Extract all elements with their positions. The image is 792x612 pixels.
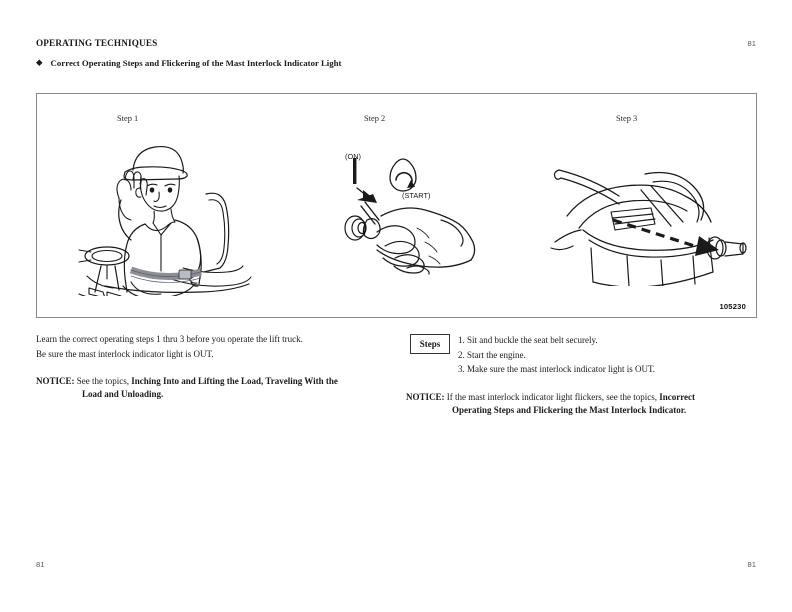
- notice-left-lead: NOTICE:: [36, 376, 75, 386]
- diamond-bullet-icon: ◆: [36, 57, 43, 67]
- footer-page-number-left: 81: [36, 560, 45, 569]
- steps-list-item: 2. Start the engine.: [458, 349, 526, 360]
- header-page-number: 81: [747, 39, 756, 48]
- illustration-figure-box: Step 1 Step 2 Step 3: [36, 93, 757, 318]
- notice-right-topics: Incorrect: [659, 392, 696, 402]
- intro-line-2: Be sure the mast interlock indicator lig…: [36, 348, 214, 359]
- steps-box-label: Steps: [419, 339, 441, 349]
- page-header: OPERATING TECHNIQUES 81: [36, 38, 756, 52]
- section-heading-text: Correct Operating Steps and Flickering o…: [50, 58, 342, 68]
- notice-left: NOTICE: See the topics, Inching Into and…: [36, 375, 388, 400]
- step-label-1: Step 1: [117, 114, 139, 123]
- footer-page-number-right: 81: [747, 560, 756, 569]
- figure-number: 105230: [719, 302, 746, 311]
- switch-label-on: (ON): [345, 152, 362, 161]
- steps-list: 1. Sit and buckle the seat belt securely…: [458, 333, 758, 377]
- steps-list-item: 1. Sit and buckle the seat belt securely…: [458, 335, 598, 345]
- notice-right-continuation: Operating Steps and Flickering the Mast …: [452, 404, 687, 415]
- intro-line-1: Learn the correct operating steps 1 thru…: [36, 334, 303, 344]
- header-title: OPERATING TECHNIQUES: [36, 38, 158, 48]
- notice-left-topics: Inching Into and Lifting the Load, Trave…: [131, 376, 338, 386]
- illustration-dash-panel-indicator-light: [549, 156, 749, 286]
- notice-right: NOTICE: If the mast interlock indicator …: [406, 391, 757, 416]
- notice-left-text: See the topics,: [76, 376, 130, 386]
- notice-left-continuation: Load and Unloading.: [82, 388, 164, 399]
- illustration-operator-seated-with-seat-belt: [75, 136, 255, 296]
- notice-right-lead: NOTICE:: [406, 392, 445, 402]
- section-heading: ◆ Correct Operating Steps and Flickering …: [36, 57, 341, 68]
- step-label-3: Step 3: [616, 114, 638, 123]
- switch-label-start: (START): [402, 191, 431, 200]
- steps-box: Steps: [410, 334, 450, 354]
- steps-list-item: 3. Make sure the mast interlock indicato…: [458, 364, 656, 375]
- notice-right-text: If the mast interlock indicator light fl…: [446, 392, 657, 402]
- intro-paragraph: Learn the correct operating steps 1 thru…: [36, 332, 396, 361]
- step-label-2: Step 2: [364, 114, 386, 123]
- illustration-hand-turning-ignition-key: [333, 136, 493, 276]
